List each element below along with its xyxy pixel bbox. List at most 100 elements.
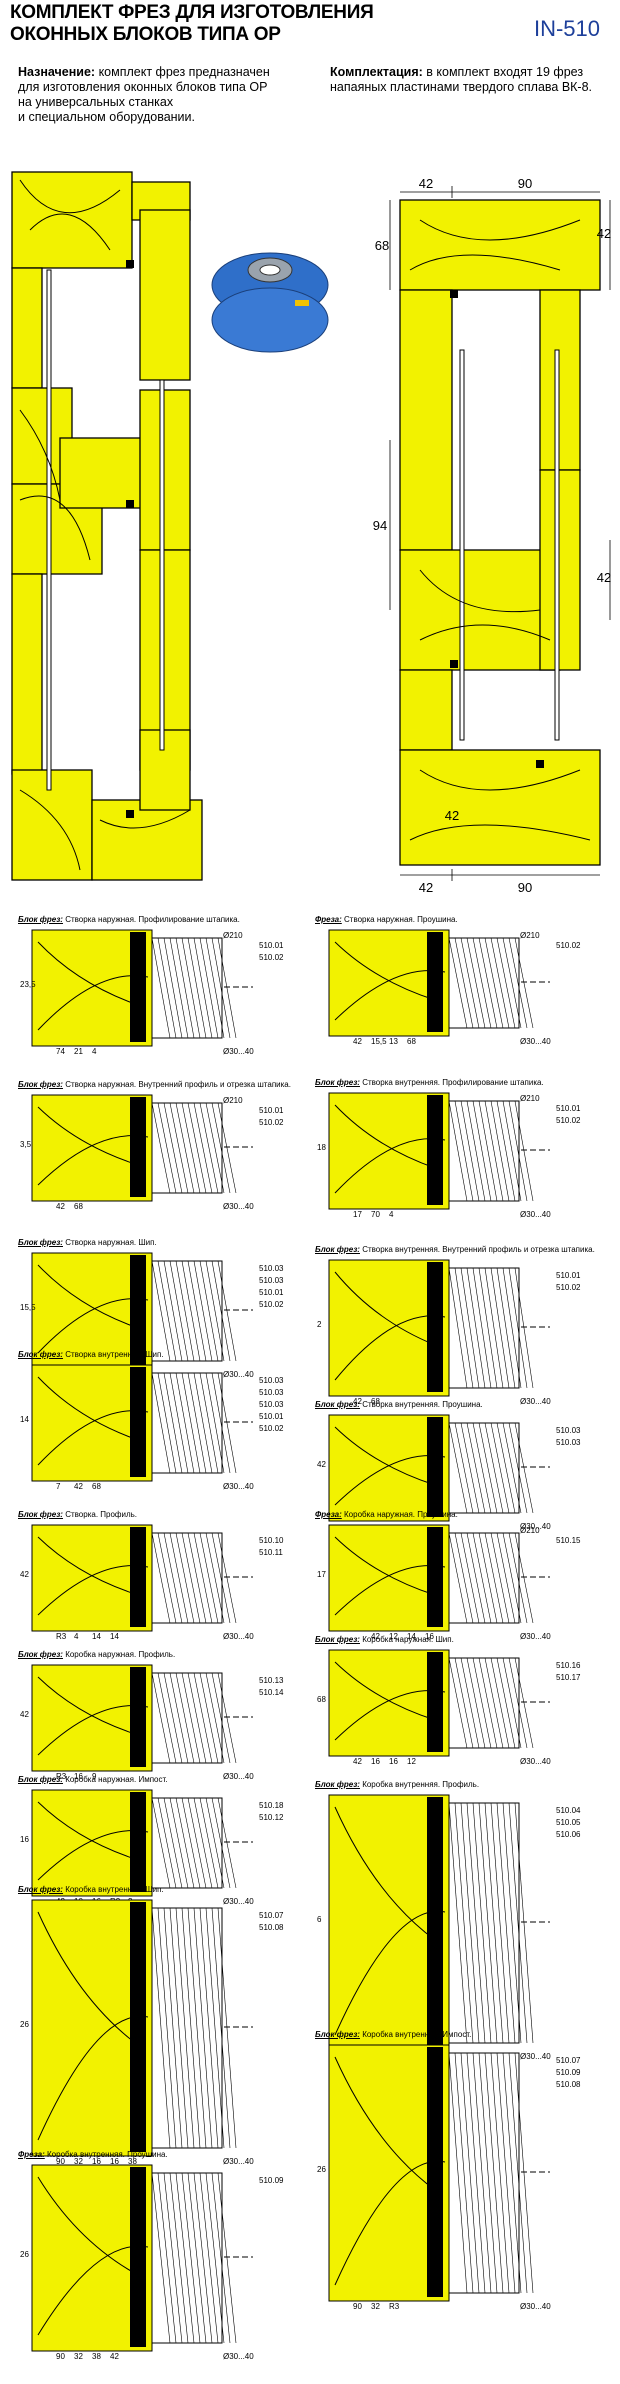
cutter-body (151, 937, 223, 1039)
hatch-line (187, 1907, 207, 2149)
cutter-code: 510.03 (259, 1264, 284, 1273)
hatch-line (211, 1260, 231, 1362)
purpose-line: для изготовления оконных блоков типа ОР (18, 80, 268, 94)
hatch-line (460, 1532, 480, 1624)
hatch-line (478, 1532, 498, 1624)
dim-label: 90 (353, 2302, 362, 2311)
left-window-section (11, 171, 203, 881)
section-title: Створка наружная. Профилирование штапика… (62, 915, 240, 924)
dim-label: 14 (407, 1632, 416, 1641)
hatch-line (205, 937, 225, 1039)
profile-curve (37, 1536, 139, 1596)
section-title: Коробка наружная. Профиль. (62, 1650, 176, 1659)
section-kind: Блок фрез: (18, 1885, 63, 1894)
cutter-code: 510.08 (556, 2080, 581, 2089)
hatch-line (508, 2052, 528, 2294)
cutter-section: Блок фрез: Коробка внутренняя. Импост.26… (315, 2030, 600, 2330)
hatch-line (151, 1907, 171, 2149)
cutter-code: 510.03 (259, 1276, 284, 1285)
dim-label: 42 (110, 2352, 119, 2361)
hatch-line (478, 1802, 498, 2044)
dim-label: 42 (74, 1482, 83, 1491)
cutter-body (151, 1672, 223, 1764)
hatch-line (211, 1797, 231, 1889)
dim-label: 74 (56, 1047, 65, 1056)
hatch-line (187, 1672, 207, 1764)
hatch-line (169, 937, 189, 1039)
dim-label: 16 (389, 1757, 398, 1766)
dim-label: 23,5 (20, 980, 36, 989)
profile-part (399, 199, 601, 291)
dim-label: Ø210 (520, 1526, 540, 1535)
right-window-section (399, 199, 601, 866)
hatch-line (193, 2172, 213, 2344)
hatch-line (514, 1532, 534, 1624)
profile-curve (37, 2176, 139, 2276)
cutter-body (448, 1802, 520, 2044)
hatch-line (175, 1372, 195, 1474)
profile-curve (19, 789, 191, 871)
profile-curve (334, 1806, 436, 1941)
dim-label: 32 (371, 2302, 380, 2311)
section-kind: Фреза: (18, 2150, 45, 2159)
profile-curve (37, 1801, 139, 1861)
hatch-line (151, 2172, 171, 2344)
dim-label: Ø30...40 (520, 1037, 551, 1046)
profile-part (399, 749, 601, 866)
profile-curve (37, 941, 139, 1006)
hatch-line (199, 1797, 219, 1889)
contents-line: в комплект входят 19 фрез (426, 65, 584, 79)
hatch-line (163, 1672, 183, 1764)
page-title: КОМПЛЕКТ ФРЕЗ ДЛЯ ИЗГОТОВЛЕНИЯ ОКОННЫХ Б… (10, 2, 374, 46)
hatch-line (460, 1657, 480, 1749)
section-title: Створка наружная. Шип. (62, 1238, 157, 1247)
hatch-line (484, 1657, 504, 1749)
hatch-line (454, 1422, 474, 1514)
cutter-code: 510.03 (259, 1400, 284, 1409)
hatch-line (496, 1100, 516, 1202)
cutter-code: 510.18 (259, 1801, 284, 1810)
hatch-line (205, 1797, 225, 1889)
section-caption: Блок фрез: Коробка наружная. Импост. (18, 1775, 303, 1784)
section-kind: Блок фрез: (315, 1245, 360, 1254)
section-kind: Блок фрез: (315, 1078, 360, 1087)
hatch-line (157, 1672, 177, 1764)
hatch-line (466, 1100, 486, 1202)
dim-label: 16 (110, 2157, 119, 2166)
contents-label: Комплектация: (330, 65, 423, 79)
cutter-code: 510.12 (259, 1813, 284, 1822)
section-caption: Блок фрез: Створка внутренняя. Проушина. (315, 1400, 600, 1409)
dim-label: Ø210 (223, 931, 243, 940)
section-kind: Фреза: (315, 915, 342, 924)
dim-label: Ø210 (520, 931, 540, 940)
dim-label: 90 (56, 2352, 65, 2361)
hatch-line (490, 1802, 510, 2044)
hatch-line (181, 1372, 201, 1474)
hatch-line (496, 1267, 516, 1389)
hatch-line (514, 1657, 534, 1749)
hatch-line (454, 2052, 474, 2294)
hatch-line (205, 2172, 225, 2344)
section-caption: Блок фрез: Коробка внутренняя. Шип. (18, 1885, 303, 1894)
hatch-line (502, 1422, 522, 1514)
section-title: Коробка наружная. Шип. (359, 1635, 454, 1644)
hatch-line (169, 1797, 189, 1889)
cutter-code: 510.03 (259, 1388, 284, 1397)
hatch-line (490, 1532, 510, 1624)
hatch-line (472, 1267, 492, 1389)
cutter-code: 510.03 (259, 1376, 284, 1385)
section-title: Створка внутренняя. Профилирование штапи… (359, 1078, 544, 1087)
hatch-line (472, 1100, 492, 1202)
glass-pane (159, 379, 165, 751)
hatch-line (466, 1657, 486, 1749)
section-kind: Блок фрез: (18, 1510, 63, 1519)
hatch-line (478, 1422, 498, 1514)
profile-part (399, 289, 453, 551)
hatch-line (466, 1802, 486, 2044)
profile-part (11, 573, 43, 775)
dim-label: 42 (56, 1202, 65, 1211)
hatch-line (514, 1267, 534, 1389)
